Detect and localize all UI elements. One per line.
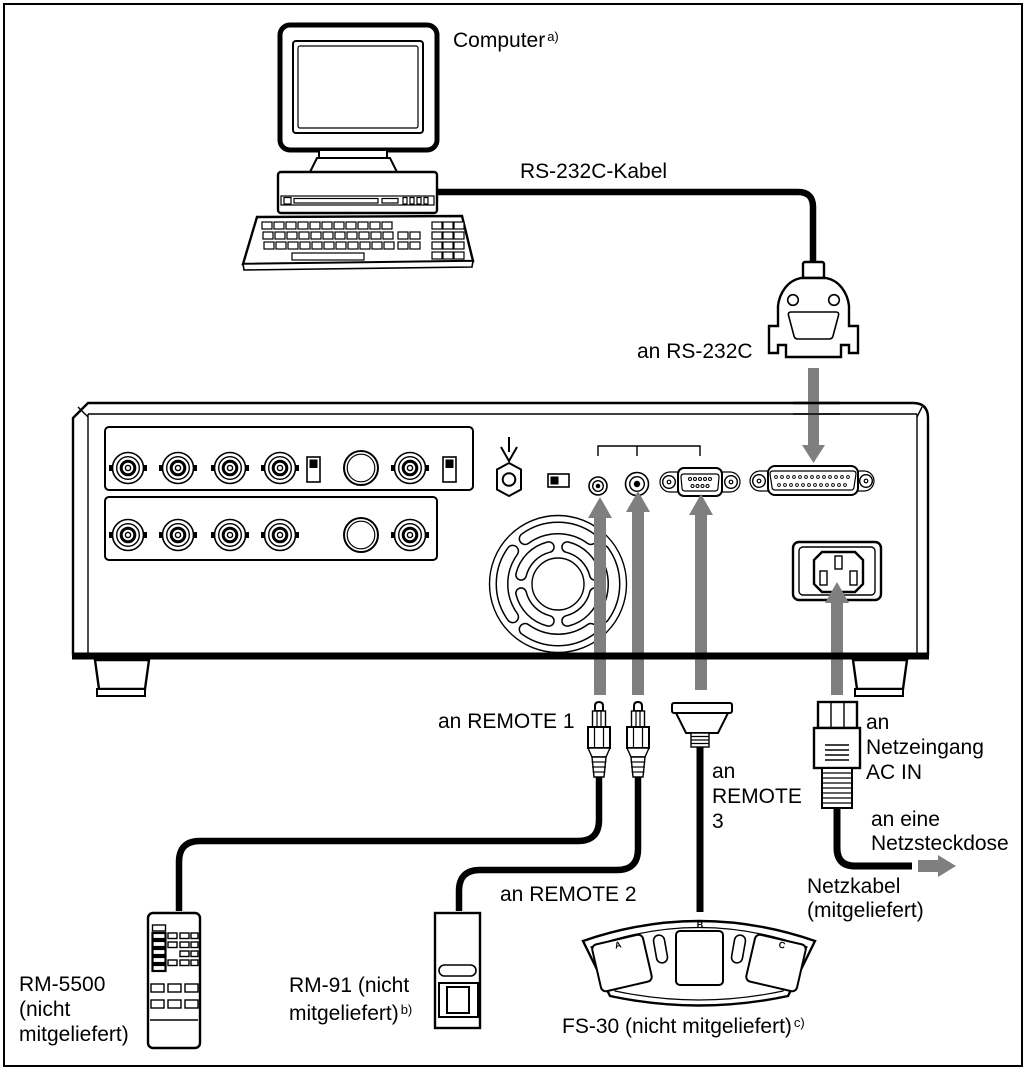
footnote-b: b) <box>400 1002 413 1017</box>
to-ac-in-line3: AC IN <box>866 761 923 784</box>
rm5500-remote-icon <box>146 911 202 1050</box>
rs232c-down-arrow-icon <box>802 368 825 463</box>
slide-switch-2 <box>442 456 457 483</box>
left-foot <box>93 658 151 691</box>
rm5500-line3: mitgeliefert) <box>19 1023 129 1046</box>
remote-group-bracket <box>597 445 701 456</box>
rs232c-connector-icon <box>767 260 860 359</box>
remote2-cable-line <box>455 775 642 911</box>
rear-panel <box>71 401 930 697</box>
rs232c-cable-label: RS-232C-Kabel <box>520 160 668 183</box>
fs30-label: FS-30 (nicht mitgeliefert)c) <box>562 1010 805 1039</box>
remote1-up-arrow-icon <box>588 497 612 695</box>
rs232c-cable-line <box>437 188 817 266</box>
fs30-footswitch-icon: A B C <box>581 919 817 1007</box>
power-cord-line1: Netzkabel <box>807 875 901 898</box>
to-remote3-line3: 3 <box>712 810 724 833</box>
to-remote2-label: an REMOTE 2 <box>500 883 637 906</box>
remote2-jack <box>624 471 650 497</box>
computer-base-icon <box>276 170 439 215</box>
rm91-remote-icon <box>433 911 482 1030</box>
rm91-label: RM-91 (nicht mitgeliefert)b) <box>289 974 412 1026</box>
pedal-c-label: C <box>778 939 787 950</box>
fs30-label-text: FS-30 (nicht mitgeliefert) <box>562 1015 792 1038</box>
to-outlet-line2: Netzsteckdose <box>871 832 1009 855</box>
computer-label-text: Computer <box>453 29 546 52</box>
rm5500-line2: (nicht <box>19 998 71 1021</box>
panel-edge-overlay <box>72 401 929 660</box>
rm91-line2-text: mitgeliefert) <box>289 1002 399 1025</box>
slide-switch-3 <box>547 473 570 488</box>
remote3-dsub9 <box>659 467 741 497</box>
ac-inlet <box>791 540 883 602</box>
pedal-a-label: A <box>614 939 623 950</box>
footnote-c: c) <box>793 1015 805 1030</box>
rm91-line1: RM-91 (nicht <box>289 974 410 997</box>
to-remote3-line1: an <box>712 760 736 783</box>
remote2-plug-icon <box>625 700 651 778</box>
to-ac-in-line2: Netzeingang <box>866 736 984 759</box>
diagram-border <box>3 3 1023 1067</box>
to-remote1-label: an REMOTE 1 <box>438 710 575 733</box>
remote1-cable-line <box>175 775 603 911</box>
footnote-a: a) <box>547 29 559 44</box>
fan-icon <box>488 514 628 654</box>
right-foot <box>851 658 909 691</box>
remote2-up-arrow-icon <box>626 491 650 695</box>
computer-illustration <box>241 22 475 271</box>
power-cable-line <box>833 806 912 870</box>
outlet-right-arrow-icon <box>918 855 956 877</box>
to-rs232c-label: an RS-232C <box>637 340 753 363</box>
to-outlet-line1: an eine <box>871 808 940 831</box>
pedal-b-label: B <box>697 920 704 930</box>
power-plug-icon <box>812 700 862 809</box>
monitor-icon <box>277 22 440 173</box>
ac-up-arrow-icon <box>825 582 849 695</box>
round-connector-upper <box>343 450 379 486</box>
to-remote3-label: an REMOTE 3 <box>712 759 802 834</box>
to-ac-in-label: an Netzeingang AC IN <box>866 710 984 785</box>
to-remote3-line2: REMOTE <box>712 785 802 808</box>
flow-arrows <box>588 368 956 877</box>
remote3-plug-icon <box>671 702 733 748</box>
rm5500-line1: RM-5500 <box>19 973 106 996</box>
rs232c-dsub25 <box>749 465 875 496</box>
remote1-plug-icon <box>586 700 612 778</box>
ground-terminal-icon <box>496 437 522 498</box>
remote1-jack <box>588 476 608 496</box>
remote3-up-arrow-icon <box>689 494 713 690</box>
rm91-line2: mitgeliefert)b) <box>289 998 412 1026</box>
power-cord-label: Netzkabel (mitgeliefert) <box>807 875 924 923</box>
to-outlet-label: an eine Netzsteckdose <box>871 808 1009 856</box>
power-cord-line2: (mitgeliefert) <box>807 899 924 922</box>
keyboard-icon <box>241 214 475 271</box>
rm5500-label: RM-5500 (nicht mitgeliefert) <box>19 972 129 1047</box>
round-connector-lower <box>343 517 379 553</box>
slide-switch-1 <box>306 456 321 483</box>
to-ac-in-line1: an <box>866 711 890 734</box>
